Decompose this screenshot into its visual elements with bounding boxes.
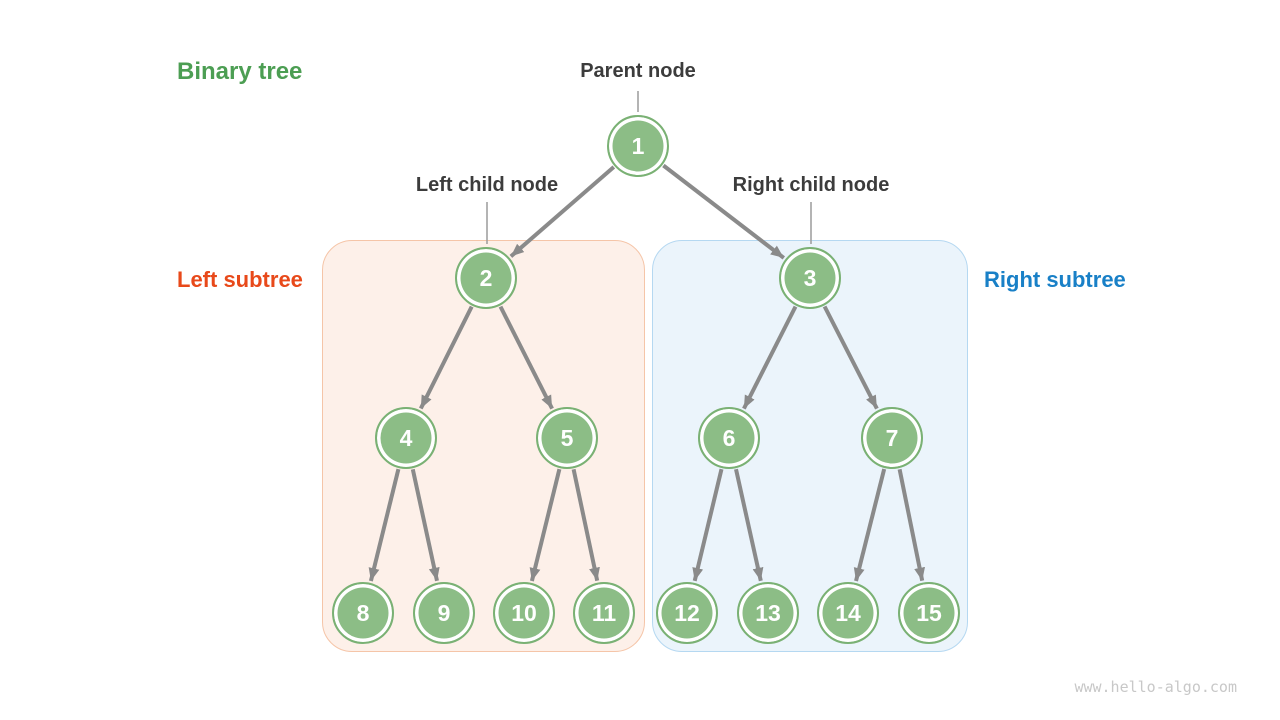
figure-title: Binary tree <box>177 58 303 85</box>
tree-node-11: 11 <box>573 582 635 644</box>
edge-5-10 <box>529 468 562 582</box>
left-child-node-label: Left child node <box>415 174 559 196</box>
tree-node-4-value: 4 <box>399 424 413 451</box>
edge-5-11 <box>571 468 600 582</box>
edge-1-3 <box>662 163 786 260</box>
right-child-node-label: Right child node <box>732 174 890 196</box>
edge-3-7 <box>822 305 879 410</box>
tree-node-6: 6 <box>698 407 760 469</box>
edge-2-5 <box>498 305 554 410</box>
tree-node-15: 15 <box>898 582 960 644</box>
parent-node-label: Parent node <box>580 60 696 82</box>
tree-node-1: 1 <box>607 115 669 177</box>
tree-node-2: 2 <box>455 247 517 309</box>
tree-node-7-value: 7 <box>885 424 899 451</box>
edge-2-4 <box>419 305 474 410</box>
tree-node-3-value: 3 <box>803 264 817 291</box>
edge-7-14 <box>853 468 887 582</box>
tree-node-13-value: 13 <box>755 599 781 626</box>
edge-4-9 <box>410 468 440 582</box>
edge-1-2 <box>509 165 616 258</box>
tree-node-9: 9 <box>413 582 475 644</box>
tree-node-2-value: 2 <box>479 264 493 291</box>
site-watermark: www.hello-algo.com <box>1074 678 1237 696</box>
tree-node-4: 4 <box>375 407 437 469</box>
tree-node-6-value: 6 <box>722 424 736 451</box>
tree-node-5-value: 5 <box>560 424 574 451</box>
tree-node-9-value: 9 <box>437 599 451 626</box>
tree-node-5: 5 <box>536 407 598 469</box>
right-subtree-label: Right subtree <box>984 267 1126 292</box>
tree-node-10-value: 10 <box>511 599 537 626</box>
edge-4-8 <box>368 468 401 582</box>
tree-node-15-value: 15 <box>916 599 942 626</box>
tree-node-14-value: 14 <box>835 599 861 626</box>
tree-node-8-value: 8 <box>356 599 370 626</box>
tree-node-12: 12 <box>656 582 718 644</box>
tree-node-10: 10 <box>493 582 555 644</box>
tree-node-3: 3 <box>779 247 841 309</box>
left-subtree-label: Left subtree <box>177 267 303 292</box>
edge-6-13 <box>734 468 764 582</box>
edge-6-12 <box>692 468 724 582</box>
edge-3-6 <box>742 305 798 410</box>
tree-node-1-value: 1 <box>631 132 645 159</box>
tree-node-13: 13 <box>737 582 799 644</box>
tree-node-7: 7 <box>861 407 923 469</box>
tree-node-11-value: 11 <box>591 599 617 626</box>
tree-node-12-value: 12 <box>674 599 700 626</box>
tree-node-14: 14 <box>817 582 879 644</box>
tree-node-8: 8 <box>332 582 394 644</box>
edge-7-15 <box>897 468 926 582</box>
